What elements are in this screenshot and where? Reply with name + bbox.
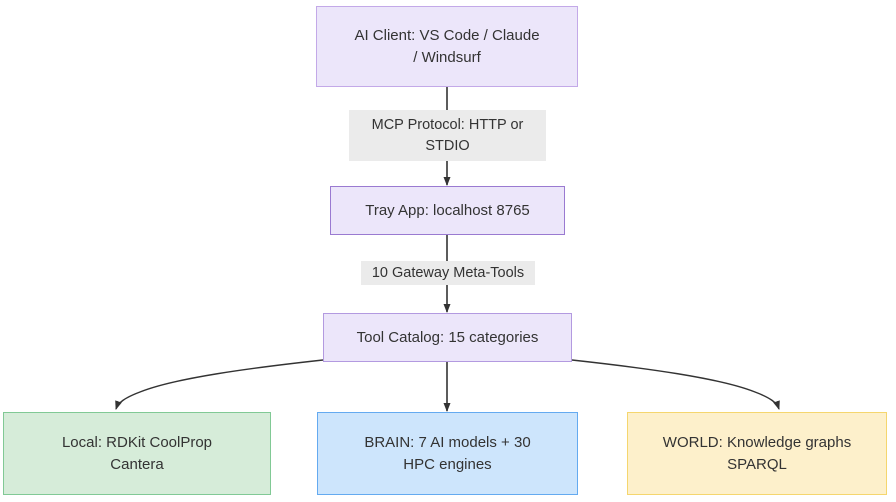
node-tool-catalog-label: Tool Catalog: 15 categories [356,328,539,346]
node-local-label: Local: RDKit CoolProp Cantera [61,434,213,473]
node-ai-client[interactable]: AI Client: VS Code / Claude / Windsurf [316,6,578,87]
node-local[interactable]: Local: RDKit CoolProp Cantera [3,412,271,495]
node-tray-app-label: Tray App: localhost 8765 [365,201,530,219]
node-ai-client-label: AI Client: VS Code / Claude / Windsurf [354,27,540,66]
node-tray-app[interactable]: Tray App: localhost 8765 [330,186,565,235]
node-brain-label: BRAIN: 7 AI models + 30 HPC engines [364,434,531,473]
edge-tool-catalog-to-local [115,359,324,410]
edge-tool-catalog-to-world [571,359,780,410]
node-world[interactable]: WORLD: Knowledge graphs SPARQL [627,412,887,495]
edge-label-gateway-meta-tools: 10 Gateway Meta-Tools [361,261,535,285]
edge-label-mcp-protocol: MCP Protocol: HTTP or STDIO [349,110,546,161]
node-world-label: WORLD: Knowledge graphs SPARQL [662,434,852,473]
node-tool-catalog[interactable]: Tool Catalog: 15 categories [323,313,572,362]
node-brain[interactable]: BRAIN: 7 AI models + 30 HPC engines [317,412,578,495]
